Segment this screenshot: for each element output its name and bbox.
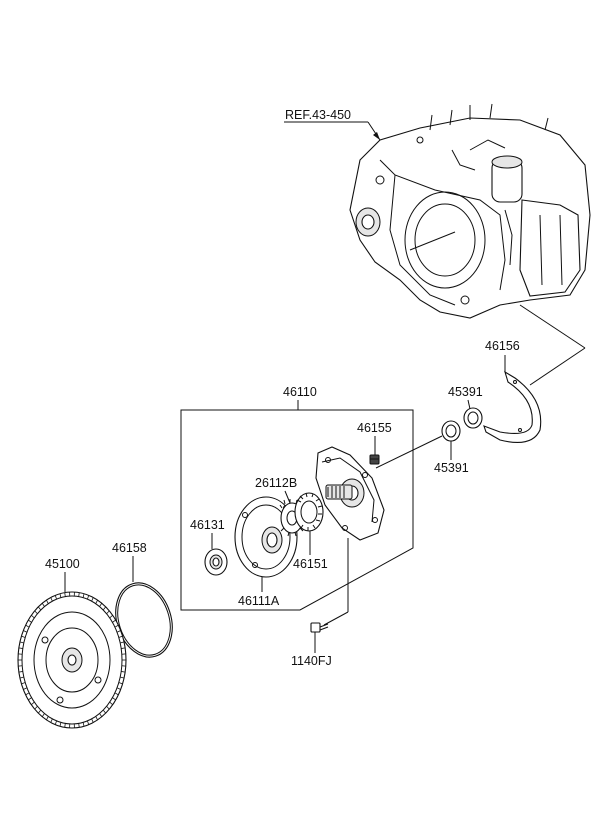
gear-tooth	[87, 595, 90, 600]
label-46110: 46110	[283, 385, 317, 399]
gear-tooth	[95, 599, 98, 604]
gear-tooth	[78, 592, 80, 597]
gear-tooth	[82, 722, 85, 727]
torque-converter-45100	[17, 591, 127, 729]
gear-tooth	[95, 716, 98, 721]
pump-housing	[315, 446, 385, 541]
gear-tooth	[50, 597, 53, 602]
gear-tooth	[82, 593, 85, 598]
gear-tooth	[25, 692, 30, 696]
gear-tooth	[46, 716, 49, 721]
gear-tooth	[23, 687, 28, 690]
gear-tooth	[59, 593, 62, 598]
gear-tooth	[120, 641, 125, 644]
transmission-housing	[349, 103, 591, 319]
label-1140fj: 1140FJ	[291, 654, 332, 668]
o-ring-45391-lower	[441, 420, 461, 442]
gear-tooth	[54, 595, 57, 600]
gear-tooth	[28, 619, 32, 623]
gear-tooth	[41, 603, 45, 607]
gear-tooth	[112, 619, 116, 623]
gear-tooth	[102, 709, 106, 714]
gear-tooth	[25, 624, 30, 628]
label-46111a: 46111A	[238, 594, 280, 608]
label-45391-upper: 45391	[448, 385, 483, 399]
gear-tooth	[87, 720, 90, 725]
gear-tooth	[109, 701, 113, 706]
gear-tooth	[41, 713, 45, 717]
ring-gear-46151	[294, 492, 324, 532]
gear-tooth	[50, 718, 53, 723]
gear-tooth	[18, 671, 23, 673]
gear-tooth	[114, 624, 119, 628]
gear-tooth	[38, 709, 42, 714]
gear-tooth	[18, 647, 23, 649]
gear-tooth	[64, 592, 66, 597]
label-46158: 46158	[112, 541, 147, 555]
gear-tooth	[121, 671, 126, 673]
gear-tooth	[106, 705, 110, 710]
assembly-box-46110	[180, 409, 414, 611]
gear-tooth	[19, 641, 24, 644]
gear-tooth	[91, 718, 94, 723]
gasket-46156	[483, 370, 542, 443]
gear-tooth	[109, 614, 113, 619]
gear-tooth	[46, 599, 49, 604]
label-46155: 46155	[357, 421, 392, 435]
gear-tooth	[78, 723, 80, 728]
gear-tooth	[28, 697, 32, 701]
ref-label: REF.43-450	[285, 108, 351, 122]
oil-seal-46131	[204, 548, 228, 576]
gear-tooth	[118, 682, 123, 685]
gear-tooth	[54, 720, 57, 725]
gear-tooth	[31, 614, 35, 619]
label-45391-lower: 45391	[434, 461, 469, 475]
gear-tooth	[121, 647, 126, 649]
label-46131: 46131	[190, 518, 225, 532]
gear-tooth	[114, 692, 119, 696]
gear-tooth	[106, 610, 110, 615]
gear-tooth	[99, 713, 103, 717]
gear-tooth	[21, 635, 26, 638]
plug-46155	[369, 454, 380, 465]
gear-tooth	[59, 722, 62, 727]
o-ring-45391-upper	[463, 407, 483, 429]
gear-tooth	[102, 606, 106, 611]
label-45100: 45100	[45, 557, 80, 571]
label-46151: 46151	[293, 557, 328, 571]
gear-tooth	[19, 676, 24, 679]
gear-tooth	[34, 610, 38, 615]
gear-tooth	[91, 597, 94, 602]
gear-tooth	[31, 701, 35, 706]
gear-tooth	[116, 687, 121, 690]
gear-tooth	[116, 630, 121, 633]
gear-tooth	[21, 682, 26, 685]
label-46156: 46156	[485, 339, 520, 353]
gear-tooth	[118, 635, 123, 638]
ring-gear-teeth	[18, 592, 126, 728]
gear-tooth	[34, 705, 38, 710]
gear-tooth	[38, 606, 42, 611]
gear-tooth	[64, 723, 66, 728]
label-26112b: 26112B	[255, 476, 297, 490]
gear-tooth	[112, 697, 116, 701]
gear-tooth	[23, 630, 28, 633]
gear-tooth	[120, 676, 125, 679]
gear-tooth	[99, 603, 103, 607]
